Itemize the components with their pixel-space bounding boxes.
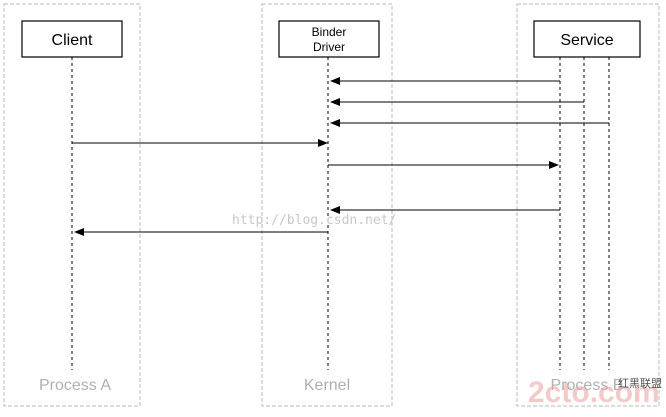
lane-kernel [261, 3, 393, 407]
service-box [533, 20, 641, 58]
lane-process-b [516, 3, 660, 407]
service-label: Service [560, 32, 613, 49]
watermark-logo: 2cto.com [528, 376, 660, 409]
binder-driver-label-line2: Driver [313, 40, 345, 54]
lane-label-process-a: Process A [39, 377, 111, 394]
lane-label-kernel: Kernel [304, 377, 350, 394]
lane-process-a [3, 3, 141, 407]
watermark-logo-sub: 红黑联盟 [618, 377, 662, 390]
watermark-url: http://blog.csdn.net/ [232, 213, 396, 228]
client-label: Client [52, 32, 93, 49]
lane-label-process-b: Process B [551, 377, 624, 394]
binder-driver-label-line1: Binder [312, 25, 347, 39]
binder-driver-box [278, 20, 380, 58]
